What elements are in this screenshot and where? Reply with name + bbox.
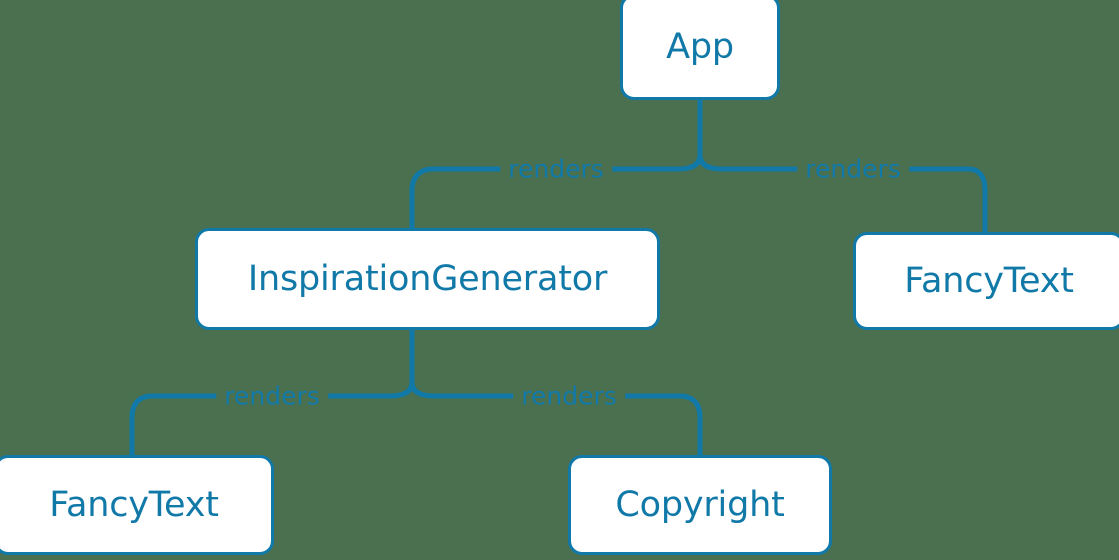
node-inspiration-generator-label: InspirationGenerator: [247, 259, 608, 299]
edge-app-to-inspiration-generator: [409, 152, 703, 231]
node-app[interactable]: App: [620, 0, 780, 100]
edge-app-to-fancytext-right: [697, 152, 988, 235]
edge-inspiration-to-copyright: [409, 379, 703, 458]
edge-label-app-to-inspiration-generator: renders: [500, 156, 612, 182]
node-copyright[interactable]: Copyright: [568, 455, 832, 555]
node-fancytext-left-label: FancyText: [49, 485, 219, 525]
node-app-label: App: [666, 27, 734, 67]
node-fancytext-right-label: FancyText: [904, 261, 1074, 301]
node-fancytext-left[interactable]: FancyText: [0, 455, 274, 555]
node-inspiration-generator[interactable]: InspirationGenerator: [195, 228, 660, 330]
edge-label-app-to-fancytext-right: renders: [797, 156, 909, 182]
node-copyright-label: Copyright: [615, 485, 785, 525]
edge-label-inspiration-to-copyright: renders: [513, 383, 625, 409]
edge-inspiration-to-fancytext-left: [129, 379, 415, 458]
node-fancytext-right[interactable]: FancyText: [853, 232, 1119, 330]
edge-label-inspiration-to-fancytext-left: renders: [216, 383, 328, 409]
